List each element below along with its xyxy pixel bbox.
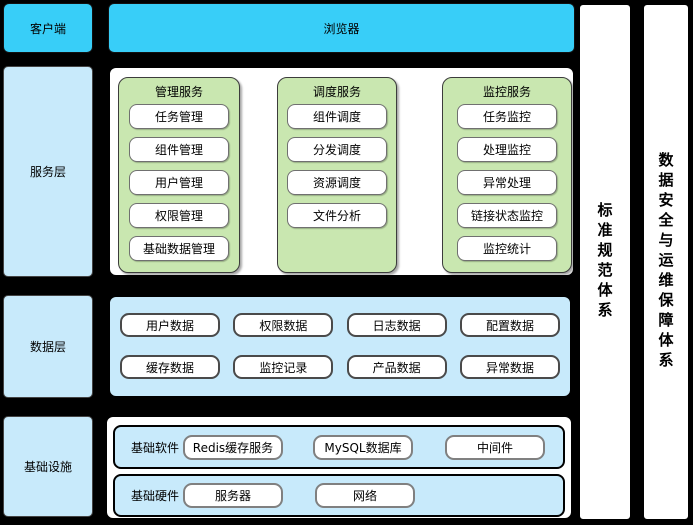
infrastructure-label: 基础设施: [3, 416, 93, 517]
data-row: 缓存数据 监控记录 产品数据 异常数据: [110, 355, 570, 379]
service-item: 用户管理: [129, 170, 229, 195]
sidebar-standards-system: 标准规范体系: [578, 3, 632, 521]
service-item: 组件调度: [287, 104, 387, 129]
service-item: 异常处理: [457, 170, 557, 195]
service-item: 任务管理: [129, 104, 229, 129]
data-item: 日志数据: [346, 313, 447, 337]
service-item: 权限管理: [129, 203, 229, 228]
infrastructure-container: 基础软件 Redis缓存服务 MySQL数据库 中间件 基础硬件 服务器 网络: [105, 415, 573, 520]
panel-title: 调度服务: [312, 85, 361, 99]
infra-item: 网络: [315, 483, 415, 508]
sidebar-standards-label: 标准规范体系: [595, 202, 614, 322]
data-layer-label: 数据层: [3, 295, 93, 398]
infra-software-row: 基础软件 Redis缓存服务 MySQL数据库 中间件: [113, 425, 565, 469]
service-item: 资源调度: [287, 170, 387, 195]
panel-monitoring-services: 监控服务 任务监控 处理监控 异常处理 链接状态监控 监控统计: [442, 77, 572, 273]
service-layer-container: 管理服务 任务管理 组件管理 用户管理 权限管理 基础数据管理 调度服务 组件调…: [108, 66, 575, 277]
data-item: 产品数据: [346, 355, 447, 379]
service-item: 任务监控: [457, 104, 557, 129]
infra-row-label: 基础硬件: [131, 489, 180, 503]
panel-management-services: 管理服务 任务管理 组件管理 用户管理 权限管理 基础数据管理: [118, 77, 240, 273]
data-item: 配置数据: [459, 313, 560, 337]
service-item: 监控统计: [457, 236, 557, 261]
data-row: 用户数据 权限数据 日志数据 配置数据: [110, 313, 570, 337]
service-item: 分发调度: [287, 137, 387, 162]
service-layer-label: 服务层: [3, 66, 93, 277]
service-item: 组件管理: [129, 137, 229, 162]
client-block: 客户端: [3, 3, 93, 53]
data-item: 监控记录: [233, 355, 334, 379]
panel-scheduling-services: 调度服务 组件调度 分发调度 资源调度 文件分析: [277, 77, 397, 273]
infra-item: Redis缓存服务: [183, 434, 283, 460]
service-item: 文件分析: [287, 203, 387, 228]
service-item: 基础数据管理: [129, 236, 229, 261]
service-item: 链接状态监控: [457, 203, 557, 228]
data-item: 权限数据: [233, 313, 334, 337]
panel-title: 监控服务: [482, 85, 531, 99]
infra-row-label: 基础软件: [131, 440, 180, 455]
data-item: 异常数据: [459, 355, 560, 379]
infra-item: 中间件: [445, 434, 545, 460]
infra-item: MySQL数据库: [313, 434, 413, 460]
browser-block: 浏览器: [108, 3, 575, 53]
sidebar-security-ops-system: 数据安全与运维保障体系: [642, 3, 690, 521]
service-item: 处理监控: [457, 137, 557, 162]
panel-title: 管理服务: [154, 85, 203, 99]
infra-item: 服务器: [183, 483, 283, 508]
data-item: 缓存数据: [120, 355, 220, 379]
sidebar-security-ops-label: 数据安全与运维保障体系: [656, 152, 675, 372]
data-item: 用户数据: [120, 313, 220, 337]
data-layer-container: 用户数据 权限数据 日志数据 配置数据 缓存数据 监控记录 产品数据 异常数据: [108, 295, 572, 398]
infra-hardware-row: 基础硬件 服务器 网络: [113, 474, 565, 517]
